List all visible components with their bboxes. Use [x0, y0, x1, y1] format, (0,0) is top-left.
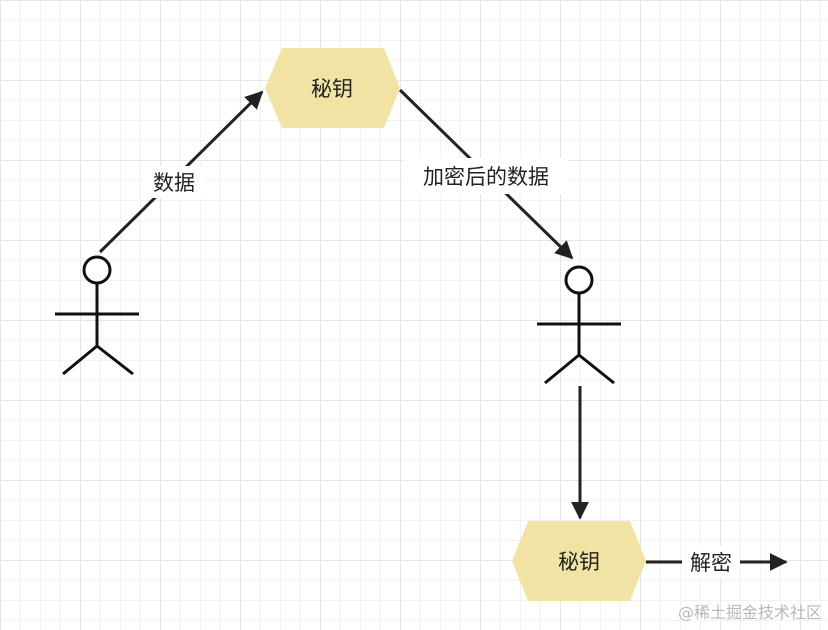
edge-encrypted-data-label: 加密后的数据	[423, 165, 549, 189]
watermark-text: @稀土掘金技术社区	[678, 603, 822, 622]
sender-actor-icon	[55, 255, 139, 376]
edge-encrypted-data-label-bg	[404, 158, 568, 194]
edge-data-label-bg	[144, 166, 204, 198]
edge-data-label: 数据	[153, 171, 195, 195]
sender-actor-head	[82, 255, 112, 285]
key-top-label: 秘钥	[311, 77, 353, 101]
key-bottom-label: 秘钥	[558, 550, 600, 574]
key-bottom-hexagon	[512, 521, 646, 601]
receiver-actor-icon	[537, 265, 621, 385]
edge-decrypt-label-bg	[682, 546, 740, 578]
receiver-actor-head	[564, 265, 594, 295]
edge-decrypt-label: 解密	[690, 551, 732, 575]
key-top-hexagon	[265, 48, 400, 128]
